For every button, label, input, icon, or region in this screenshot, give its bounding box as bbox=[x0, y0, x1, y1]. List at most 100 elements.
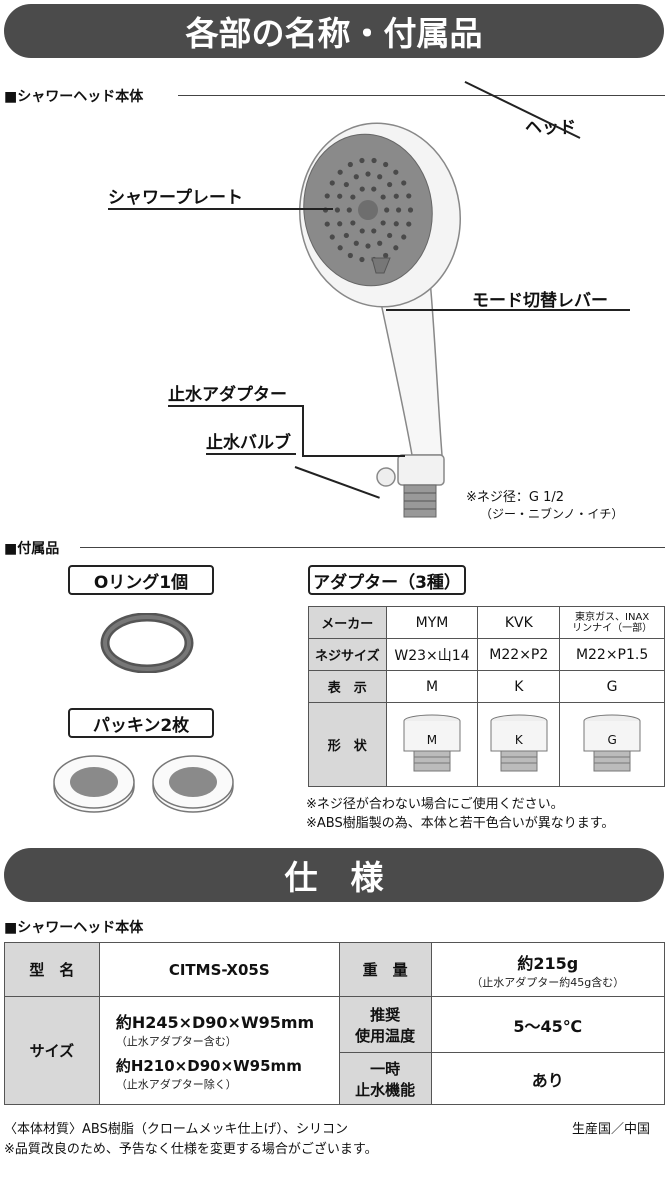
spec-weight-label: 重 量 bbox=[338, 942, 432, 997]
nozzle-dot bbox=[346, 207, 352, 213]
adapter-mark-g: G bbox=[559, 670, 665, 703]
nozzle-dot bbox=[365, 171, 371, 177]
spec-model-value: CITMS-X05S bbox=[98, 942, 340, 997]
thread-size-note: ※ネジ径：G 1/2 bbox=[466, 490, 565, 505]
nozzle-dot bbox=[353, 240, 359, 246]
leader-stop-adapter-h2 bbox=[302, 455, 405, 457]
callout-shower-plate: シャワープレート bbox=[108, 188, 243, 208]
adapter-table: メーカー MYM KVK 東京ガス、INAX リンナイ（一部） ネジサイズ W2… bbox=[308, 606, 665, 787]
nozzle-dot bbox=[401, 234, 407, 240]
nozzle-dot bbox=[337, 169, 343, 175]
adapter-maker-tokyo: 東京ガス、INAX リンナイ（一部） bbox=[559, 606, 665, 639]
nozzle-dot bbox=[407, 207, 414, 213]
adapter-maker-tokyo-line2: リンナイ（一部） bbox=[572, 622, 653, 634]
section-banner-parts: 各部の名称・付属品 bbox=[4, 4, 664, 58]
packing-illustration bbox=[53, 755, 234, 813]
nozzle-dot bbox=[383, 161, 389, 168]
nozzle-dot bbox=[324, 221, 330, 227]
spec-size-1-sub: （止水アダプター含む） bbox=[115, 1035, 237, 1048]
spec-temp-label-2: 使用温度 bbox=[355, 1026, 416, 1045]
leader-shower-plate bbox=[108, 208, 333, 210]
nozzle-dot bbox=[384, 207, 390, 213]
adapter-maker-kvk: KVK bbox=[477, 606, 561, 639]
nozzle-dot bbox=[371, 186, 377, 192]
nozzle-dot bbox=[393, 193, 399, 199]
adapter-maker-mym: MYM bbox=[385, 606, 479, 639]
callout-stop-adapter: 止水アダプター bbox=[168, 385, 287, 405]
spec-size-label: サイズ bbox=[4, 996, 100, 1105]
spec-table: 型 名 CITMS-X05S 重 量 約215g （止水アダプター約45g含む）… bbox=[4, 942, 665, 1105]
spec-size-2-sub: （止水アダプター除く） bbox=[115, 1078, 237, 1091]
nozzle-dot bbox=[377, 240, 383, 246]
nozzle-dot bbox=[359, 186, 365, 192]
nozzle-dot bbox=[337, 245, 343, 251]
nozzle-dot bbox=[347, 161, 353, 168]
adapter-fitting-mark-k: K bbox=[514, 732, 523, 747]
footer-note: ※品質改良のため、予告なく仕様を変更する場合がございます。 bbox=[4, 1142, 378, 1157]
callout-head: ヘッド bbox=[525, 118, 576, 138]
nozzle-dot bbox=[387, 232, 393, 239]
adapter-note-1: ※ネジ径が合わない場合にご使用ください。 bbox=[306, 797, 564, 812]
adapter-fitting-mark-g: G bbox=[607, 732, 617, 747]
nozzle-dot bbox=[350, 220, 356, 226]
thread-size-reading: （ジー・ニブンノ・イチ） bbox=[480, 507, 624, 521]
spec-size-cell: 約H245×D90×W95mm （止水アダプター含む） 約H210×D90×W9… bbox=[98, 996, 340, 1105]
adapter-header-mark: 表 示 bbox=[308, 670, 387, 703]
nozzle-dot bbox=[393, 245, 399, 251]
adapter-fitting-icon bbox=[583, 714, 641, 771]
nozzle-dot bbox=[371, 157, 377, 164]
nozzle-dot bbox=[343, 181, 349, 188]
nozzle-dot bbox=[324, 193, 330, 199]
adapter-shape-m: M bbox=[385, 702, 479, 787]
nozzle-dot bbox=[371, 228, 377, 234]
nozzle-dot bbox=[334, 207, 340, 213]
nozzle-dot bbox=[353, 174, 359, 180]
section-label-accessories: ■付属品 bbox=[4, 541, 60, 557]
leader-stop-valve bbox=[206, 453, 296, 455]
oring-label: Oリング1個 bbox=[68, 565, 214, 595]
adapter-fitting-icon bbox=[403, 714, 461, 771]
leader-head bbox=[464, 80, 581, 139]
spec-temp-label: 推奨 使用温度 bbox=[338, 996, 432, 1053]
adapter-fitting-mark-m: M bbox=[426, 732, 438, 747]
oring-illustration bbox=[100, 613, 194, 673]
spec-temp-value: 5～45℃ bbox=[430, 996, 665, 1053]
spec-stop-label: 一時 止水機能 bbox=[338, 1052, 432, 1105]
section-divider bbox=[80, 547, 665, 548]
callout-stop-valve: 止水バルブ bbox=[206, 433, 291, 453]
nozzle-dot bbox=[359, 256, 365, 263]
nozzle-dot bbox=[337, 221, 343, 227]
section-label-shower-head: ■シャワーヘッド本体 bbox=[4, 89, 144, 105]
callout-mode-lever: モード切替レバー bbox=[472, 291, 608, 311]
nozzle-dot bbox=[401, 180, 407, 186]
adapter-header-shape: 形 状 bbox=[308, 702, 387, 787]
spec-weight-sub: （止水アダプター約45g含む） bbox=[471, 975, 625, 989]
nozzle-dot bbox=[380, 194, 386, 200]
nozzle-dot bbox=[329, 234, 335, 240]
adapter-size-kvk: M22×P2 bbox=[477, 638, 561, 671]
section-label-spec: ■シャワーヘッド本体 bbox=[4, 920, 144, 936]
adapter-size-mym: W23×山14 bbox=[385, 638, 479, 671]
spec-size-1: 約H245×D90×W95mm bbox=[115, 1013, 315, 1032]
nozzle-dot bbox=[380, 220, 386, 226]
adapter-size-g: M22×P1.5 bbox=[559, 638, 665, 671]
leader-mode-lever bbox=[386, 309, 630, 311]
leader-stop-adapter-v bbox=[302, 405, 304, 455]
spec-weight-value: 約215g bbox=[517, 953, 579, 973]
adapter-shape-g: G bbox=[559, 702, 665, 787]
nozzle-dot bbox=[406, 221, 412, 227]
spec-size-2: 約H210×D90×W95mm bbox=[115, 1057, 302, 1075]
nozzle-dot bbox=[393, 221, 399, 227]
nozzle-dot bbox=[359, 228, 365, 234]
nozzle-dot bbox=[365, 243, 371, 249]
spec-stop-label-1: 一時 bbox=[370, 1059, 401, 1078]
shower-head-illustration bbox=[299, 122, 461, 518]
nozzle-dot bbox=[377, 174, 383, 180]
spec-temp-label-1: 推奨 bbox=[370, 1005, 401, 1024]
footer-origin: 生産国／中国 bbox=[572, 1122, 651, 1137]
adapter-header-maker: メーカー bbox=[308, 606, 387, 639]
nozzle-dot bbox=[406, 193, 412, 199]
nozzle-dot bbox=[347, 252, 353, 259]
adapter-note-2: ※ABS樹脂製の為、本体と若干色合いが異なります。 bbox=[306, 816, 615, 831]
nozzle-dot bbox=[393, 169, 399, 175]
